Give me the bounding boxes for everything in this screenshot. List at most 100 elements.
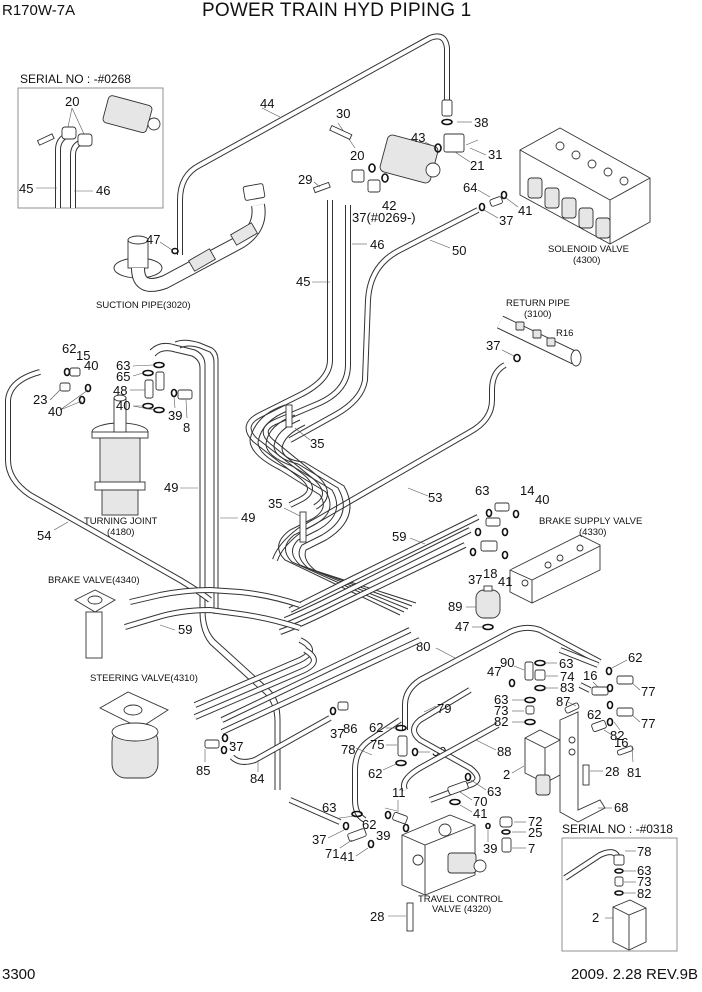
fitting-11-icon — [392, 811, 408, 825]
fitting-16-icon — [591, 719, 607, 733]
callout-62: 62 — [587, 707, 601, 722]
o-ring-icon — [221, 733, 229, 743]
bolt-30-icon — [329, 124, 353, 140]
callout-14: 14 — [520, 483, 534, 498]
hose-to-77 — [558, 647, 600, 693]
callout-46: 46 — [96, 183, 110, 198]
callout-90: 90 — [500, 655, 514, 670]
callout-59: 59 — [392, 529, 406, 544]
check-valve-48-icon — [144, 379, 154, 399]
callout-8: 8 — [183, 420, 190, 435]
plug-23-icon — [59, 382, 71, 392]
inset-frame — [561, 837, 678, 952]
callout-37: 37 — [229, 739, 243, 754]
callout-45: 45 — [296, 274, 310, 289]
callout-44: 44 — [260, 96, 274, 111]
fitting-icon — [613, 854, 625, 866]
callout-62: 62 — [628, 650, 642, 665]
inset-callout-73: 73 — [637, 874, 651, 889]
gear-pump-icon — [102, 95, 161, 134]
tee-71-icon — [347, 828, 367, 842]
plug-86-icon — [337, 701, 349, 711]
callout-37: 37 — [499, 213, 513, 228]
callout-63: 63 — [487, 784, 501, 799]
brake-valve — [74, 589, 116, 659]
callout-40: 40 — [535, 492, 549, 507]
elbow-14-icon — [494, 502, 510, 512]
o-ring-icon — [606, 700, 614, 710]
callout-83: 83 — [560, 680, 574, 695]
page-title: POWER TRAIN HYD PIPING 1 — [202, 0, 472, 21]
elbow-72-icon — [499, 816, 513, 828]
label-solenoid-valve: SOLENOID VALVE — [548, 244, 629, 255]
callout-77: 77 — [641, 716, 655, 731]
callout-29: 29 — [298, 172, 312, 187]
tee-75-icon — [397, 735, 408, 757]
o-ring-icon — [501, 550, 509, 560]
o-ring-icon — [474, 527, 482, 537]
bolt-81-icon — [616, 745, 634, 756]
callout-75: 75 — [370, 737, 384, 752]
callout-81: 81 — [627, 765, 641, 780]
callout-63: 63 — [475, 483, 489, 498]
inset-serial-label: SERIAL NO : -#0268 — [20, 72, 131, 86]
solenoid-valve — [519, 127, 651, 245]
callout-62: 62 — [362, 817, 376, 832]
main-pump — [351, 134, 441, 193]
callout-37: 37 — [486, 338, 500, 353]
hose-53 — [272, 362, 507, 562]
callout-16: 16 — [583, 668, 597, 683]
callout-47: 47 — [487, 664, 501, 679]
flange-icon — [77, 133, 93, 147]
label-steering-valve: STEERING VALVE(4310) — [90, 673, 198, 684]
callout-28: 28 — [370, 909, 384, 924]
callout-77: 77 — [641, 684, 655, 699]
callout-39: 39 — [483, 841, 497, 856]
label-return-pipe: RETURN PIPE — [506, 298, 570, 309]
o-ring-icon — [402, 823, 410, 833]
callout-38: 38 — [474, 115, 488, 130]
hose-50 — [288, 207, 480, 443]
elbow-77-icon — [616, 707, 634, 717]
callout-39: 39 — [168, 408, 182, 423]
o-ring-icon — [411, 747, 419, 757]
callout-41: 41 — [498, 574, 512, 589]
callout-25: 25 — [528, 825, 542, 840]
o-ring-icon — [220, 745, 228, 755]
callout-50: 50 — [452, 243, 466, 258]
page-number: 3300 — [2, 966, 36, 983]
callout-62: 62 — [62, 341, 76, 356]
bolt-29-icon — [312, 181, 331, 194]
elbow-14-icon — [485, 517, 501, 527]
callout-47: 47 — [455, 619, 469, 634]
travel-control-valve — [401, 814, 487, 896]
clamp-35-icon — [285, 404, 293, 428]
callout-37-0269: 37(#0269-) — [352, 210, 416, 225]
o-ring-icon — [478, 202, 486, 212]
o-ring-icon — [171, 247, 179, 255]
hose-78-detail — [563, 849, 621, 881]
fitting-74-icon — [534, 669, 546, 681]
o-ring-icon — [605, 666, 613, 676]
callout-2: 2 — [503, 767, 510, 782]
callout-35: 35 — [268, 496, 282, 511]
hose-88 — [401, 722, 500, 792]
o-ring-icon — [513, 353, 521, 363]
callout-30: 30 — [336, 106, 350, 121]
fitting-15-icon — [69, 367, 81, 377]
tee-65-icon — [155, 371, 165, 391]
callout-39: 39 — [376, 828, 390, 843]
o-ring-icon — [482, 623, 494, 631]
callout-7: 7 — [528, 841, 535, 856]
callout-37: 37 — [468, 572, 482, 587]
fitting-73-icon — [614, 876, 624, 887]
o-ring-icon — [485, 508, 493, 518]
brake-supply-valve — [509, 534, 601, 604]
label-suction-pipe: SUCTION PIPE(3020) — [96, 300, 191, 311]
callout-20: 20 — [350, 148, 364, 163]
o-ring-icon — [367, 839, 375, 849]
callout-63: 63 — [116, 358, 130, 373]
o-ring-icon — [395, 759, 407, 767]
o-ring-icon — [524, 718, 536, 726]
callout-31: 31 — [488, 147, 502, 162]
